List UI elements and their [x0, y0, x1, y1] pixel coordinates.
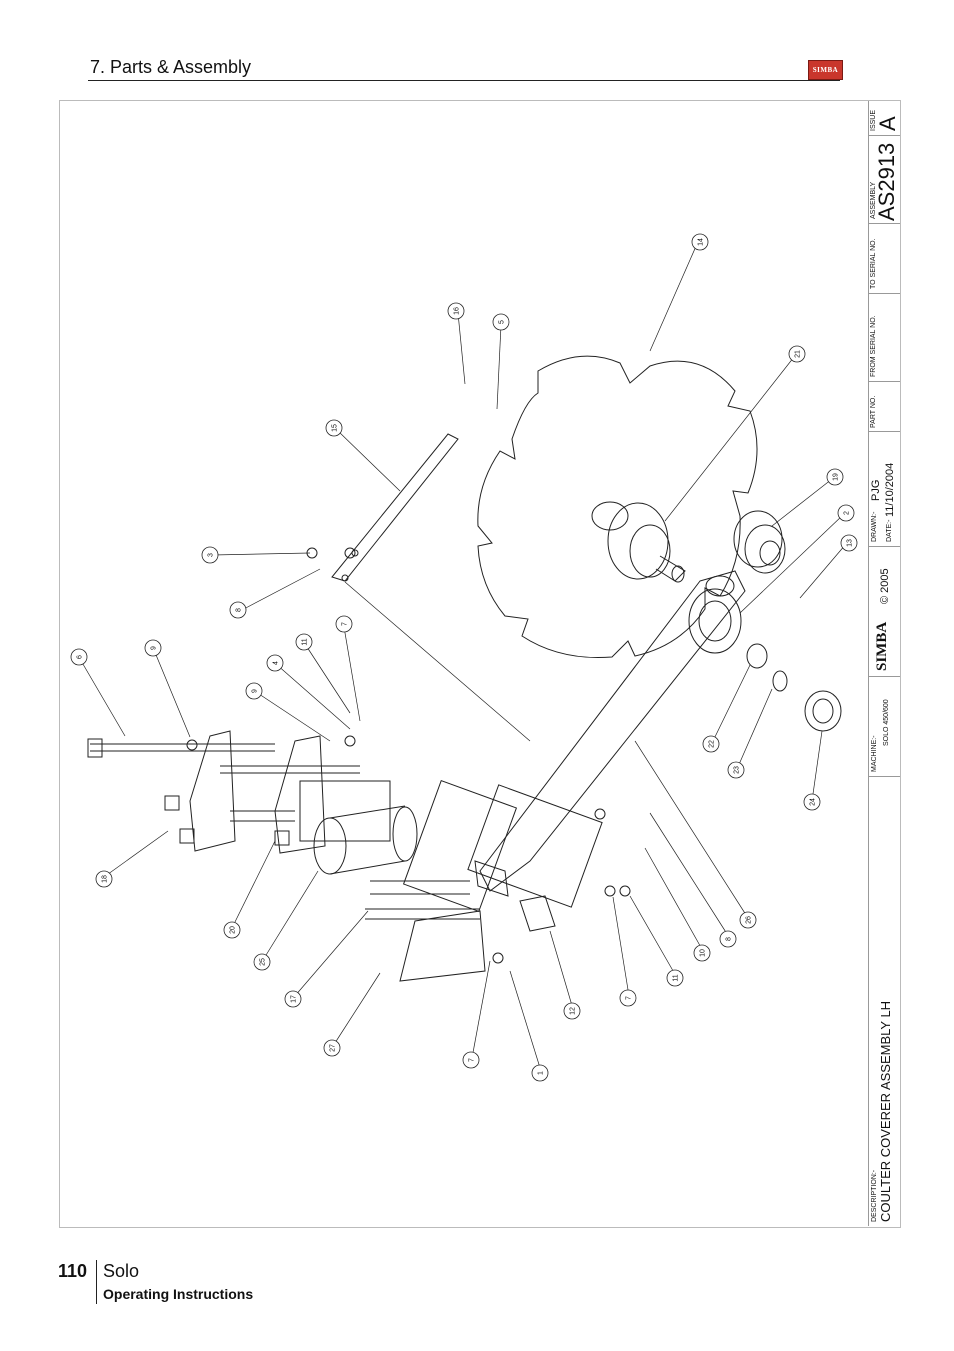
callout-label: 15	[332, 424, 339, 432]
footer-rule	[96, 1260, 97, 1304]
callout-label: 22	[709, 740, 716, 748]
issue-cell: ISSUE A	[869, 101, 900, 136]
callout-label: 11	[673, 974, 680, 981]
lower-bracket	[399, 910, 486, 982]
drawn-date-cell: DRAWN:- PJG DATE:- 11/10/2004	[869, 431, 900, 547]
rubber-block	[519, 895, 556, 932]
product-name: Solo	[103, 1261, 140, 1281]
exploded-assembly-drawing: 14 16 5 21 15 19 3 2 13 8 7 11 6 9 4 9 2…	[70, 233, 858, 1082]
callout-label: 20	[230, 926, 237, 934]
date-value: 11/10/2004	[884, 462, 896, 517]
callout-label: 19	[833, 473, 840, 481]
plate-left	[189, 730, 236, 852]
cap-24	[804, 690, 842, 732]
callout-label: 27	[330, 1044, 337, 1052]
coulter-disc	[477, 355, 758, 659]
callout-label: 11	[302, 638, 309, 645]
callout-label: 12	[570, 1007, 577, 1015]
date-label: DATE:-	[886, 519, 893, 542]
machine-label: MACHINE:-	[871, 735, 878, 772]
callout-label: 24	[810, 798, 817, 806]
callout-label: 7	[626, 996, 633, 1000]
callout-label: 8	[726, 937, 733, 941]
description-label: DESCRIPTION:-	[871, 1169, 878, 1222]
drawn-label: DRAWN:-	[871, 511, 878, 542]
simba-logo: SIMBA	[808, 60, 843, 80]
callout-label: 9	[151, 646, 158, 650]
section-title: 7. Parts & Assembly	[90, 57, 252, 77]
description-cell: DESCRIPTION:- COULTER COVERER ASSEMBLY L…	[869, 776, 900, 1226]
callout-label: 5	[499, 320, 506, 324]
part-callouts	[70, 233, 858, 1082]
copyright: © 2005	[879, 568, 891, 604]
clip-23	[772, 670, 788, 692]
header-rule	[88, 80, 840, 81]
part-no-cell: PART NO.	[869, 381, 900, 432]
callout-label: 7	[342, 622, 349, 626]
to-serial-label: TO SERIAL NO.	[870, 238, 877, 289]
drawn-value: PJG	[870, 479, 882, 501]
coulter-arm	[479, 570, 746, 892]
callout-label: 21	[795, 350, 802, 358]
from-serial-label: FROM SERIAL NO.	[870, 315, 877, 377]
from-serial-cell: FROM SERIAL NO.	[869, 293, 900, 382]
callout-label: 2	[844, 511, 851, 515]
drawing-sheet	[59, 100, 901, 1228]
plate-right	[274, 735, 326, 854]
callout-label: 18	[102, 875, 109, 883]
callout-label: 26	[746, 916, 753, 924]
page-number: 110	[58, 1261, 88, 1281]
callout-label: 1	[538, 1071, 545, 1075]
hub	[607, 502, 669, 580]
callout-label: 17	[291, 995, 298, 1003]
logo-text: SIMBA	[812, 66, 839, 74]
callout-label: 4	[273, 661, 280, 665]
clamp-block	[402, 779, 518, 913]
callout-label: 23	[734, 766, 741, 774]
assembly-cell: ASSEMBLY AS2913	[869, 135, 900, 224]
machine-cell: MACHINE:- SOLO 450/600	[869, 676, 900, 777]
callout-label: 16	[454, 307, 461, 315]
issue-value: A	[875, 116, 900, 131]
bearing	[733, 510, 783, 568]
callout-label: 10	[700, 949, 707, 957]
part-no-label: PART NO.	[870, 395, 877, 428]
callout-label: 8	[236, 608, 243, 612]
description-value: COULTER COVERER ASSEMBLY LH	[878, 1000, 893, 1222]
title-block: ISSUE A ASSEMBLY AS2913 TO SERIAL NO. FR…	[868, 101, 900, 1226]
to-serial-cell: TO SERIAL NO.	[869, 223, 900, 294]
nut-22	[746, 643, 768, 669]
document-subtitle: Operating Instructions	[103, 1286, 254, 1302]
callout-label: 7	[469, 1058, 476, 1062]
bracket	[331, 433, 459, 582]
callout-label: 6	[77, 655, 84, 659]
callout-label: 13	[847, 539, 854, 547]
callout-label: 3	[208, 553, 215, 557]
title-block-logo: SIMBA	[874, 621, 890, 671]
machine-value: SOLO 450/600	[883, 699, 890, 746]
logo-cell: © 2005 SIMBA	[869, 546, 900, 677]
callout-label: 14	[698, 238, 705, 246]
assembly-value: AS2913	[874, 142, 899, 221]
callout-label: 25	[260, 958, 267, 966]
callout-label: 9	[252, 689, 259, 693]
cylinder-cap	[313, 817, 347, 875]
